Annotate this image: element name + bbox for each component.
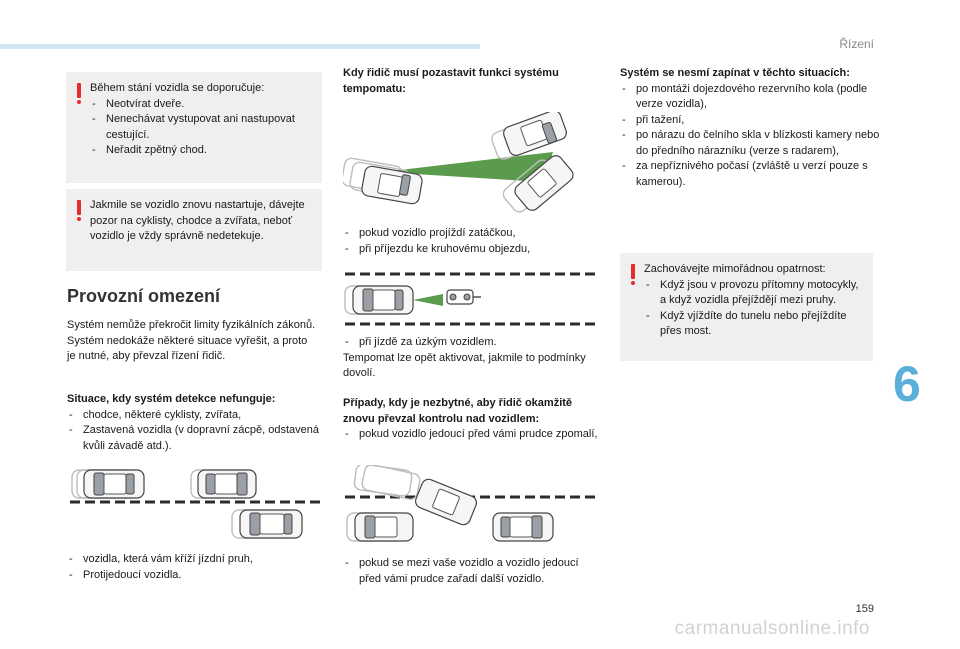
paragraph: Systém nemůže překročit limity fyzikální… [67, 319, 316, 331]
col2-takeover: Případy, kdy je nezbytné, aby řidič okam… [343, 396, 603, 443]
car-illustration [343, 157, 423, 205]
list-item: při tažení, [620, 113, 880, 129]
col1-intro: Systém nemůže překročit limity fyzikální… [67, 318, 317, 365]
warning-text: Jakmile se vozidlo znovu nastartuje, dáv… [90, 199, 305, 242]
header-bar [0, 44, 480, 49]
list-item: Protijedoucí vozidla. [67, 568, 322, 584]
car-illustration [353, 465, 421, 500]
restrictions-list: po montáži dojezdového rezervního kola (… [620, 82, 880, 191]
condition-list: pokud vozidlo projíždí zatáčkou, při pří… [343, 226, 598, 257]
paragraph: Tempomat lze opět aktivovat, jakmile to … [343, 351, 586, 380]
warning-box-caution: Zachovávejte mimořádnou opatrnost: Když … [620, 253, 873, 361]
illustration-curve [343, 112, 574, 213]
condition-list: při jízdě za úzkým vozidlem. [343, 335, 598, 351]
warning-icon [76, 200, 82, 221]
car-illustration [502, 155, 574, 213]
motorcycle-illustration [446, 289, 481, 305]
paragraph: Systém nedokáže některé situace vyřešit,… [67, 334, 308, 363]
list-item: pokud se mezi vaše vozidlo a vozidlo jed… [343, 556, 598, 587]
list-item: pokud vozidlo projíždí zatáčkou, [343, 226, 598, 242]
list-item: Neotvírat dveře. [90, 97, 312, 113]
car-illustration [344, 285, 414, 315]
warning-intro: Během stání vozidla se doporučuje: [90, 82, 265, 94]
col3-restrictions: Systém se nesmí zapínat v těchto situací… [620, 66, 880, 190]
section-heading: Provozní omezení [67, 286, 221, 306]
col2-list4: pokud se mezi vaše vozidlo a vozidlo jed… [343, 556, 598, 587]
subheading: Systém se nesmí zapínat v těchto situací… [620, 67, 850, 79]
list-item: při jízdě za úzkým vozidlem. [343, 335, 598, 351]
list-item: při příjezdu ke kruhovému objezdu, [343, 242, 598, 258]
watermark: carmanualsonline.info [674, 618, 870, 639]
list-item: chodce, některé cyklisty, zvířata, [67, 408, 322, 424]
list-item: pokud vozidlo jedoucí před vámi prudce z… [343, 427, 603, 443]
list-item: za nepříznivého počasí (zvláště u verzí … [620, 159, 880, 190]
col2-heading: Kdy řidič musí pozastavit funkci systému… [343, 67, 559, 95]
warning-intro: Zachovávejte mimořádnou opatrnost: [644, 263, 826, 275]
illustration-cut-in [345, 465, 599, 542]
situations-list: chodce, některé cyklisty, zvířata, Zasta… [67, 408, 322, 455]
col2-list2: při jízdě za úzkým vozidlem. Tempomat lz… [343, 335, 598, 382]
car-illustration [415, 478, 477, 526]
warning-box-restart: Jakmile se vozidlo znovu nastartuje, dáv… [66, 189, 322, 271]
section-title: Řízení [839, 37, 874, 51]
warning-icon [76, 83, 82, 104]
takeover-list: pokud vozidlo jedoucí před vámi prudce z… [343, 427, 603, 443]
col2-list1: pokud vozidlo projíždí zatáčkou, při pří… [343, 226, 598, 257]
warning-icon [630, 264, 636, 285]
list-item: vozidla, která vám kříží jízdní pruh, [67, 552, 322, 568]
car-illustration [71, 469, 145, 499]
illustration-narrow-vehicle [344, 272, 599, 326]
warning-list: Neotvírat dveře. Nenechávat vystupovat a… [90, 97, 312, 159]
car-illustration [346, 512, 414, 542]
car-illustration [492, 512, 554, 542]
list-item: Když vjíždíte do tunelu nebo přejíždíte … [644, 309, 863, 340]
page-number: 159 [855, 603, 874, 615]
col1-situations-cont: vozidla, která vám kříží jízdní pruh, Pr… [67, 552, 322, 583]
list-item: Zastavená vozidla (v dopravní zácpě, ods… [67, 423, 322, 454]
list-item: Když jsou v provozu přítomny motocykly, … [644, 278, 863, 309]
car-illustration [190, 469, 257, 499]
situations-list: vozidla, která vám kříží jízdní pruh, Pr… [67, 552, 322, 583]
list-item: po nárazu do čelního skla v blízkosti ka… [620, 128, 880, 159]
list-item: po montáži dojezdového rezervního kola (… [620, 82, 880, 113]
warning-list: Když jsou v provozu přítomny motocykly, … [644, 278, 863, 340]
illustration-crossing-vehicles [70, 469, 322, 539]
list-item: Nenechávat vystupovat ani nastupovat ces… [90, 112, 312, 143]
warning-box-parked: Během stání vozidla se doporučuje: Neotv… [66, 72, 322, 183]
car-illustration [491, 112, 567, 160]
car-illustration [231, 509, 303, 539]
list-item: Neřadit zpětný chod. [90, 143, 312, 159]
chapter-number: 6 [893, 356, 921, 412]
subheading: Případy, kdy je nezbytné, aby řidič okam… [343, 397, 573, 425]
takeover-list: pokud se mezi vaše vozidlo a vozidlo jed… [343, 556, 598, 587]
subheading: Situace, kdy systém detekce nefunguje: [67, 393, 276, 405]
col1-situations: Situace, kdy systém detekce nefunguje: c… [67, 392, 322, 454]
